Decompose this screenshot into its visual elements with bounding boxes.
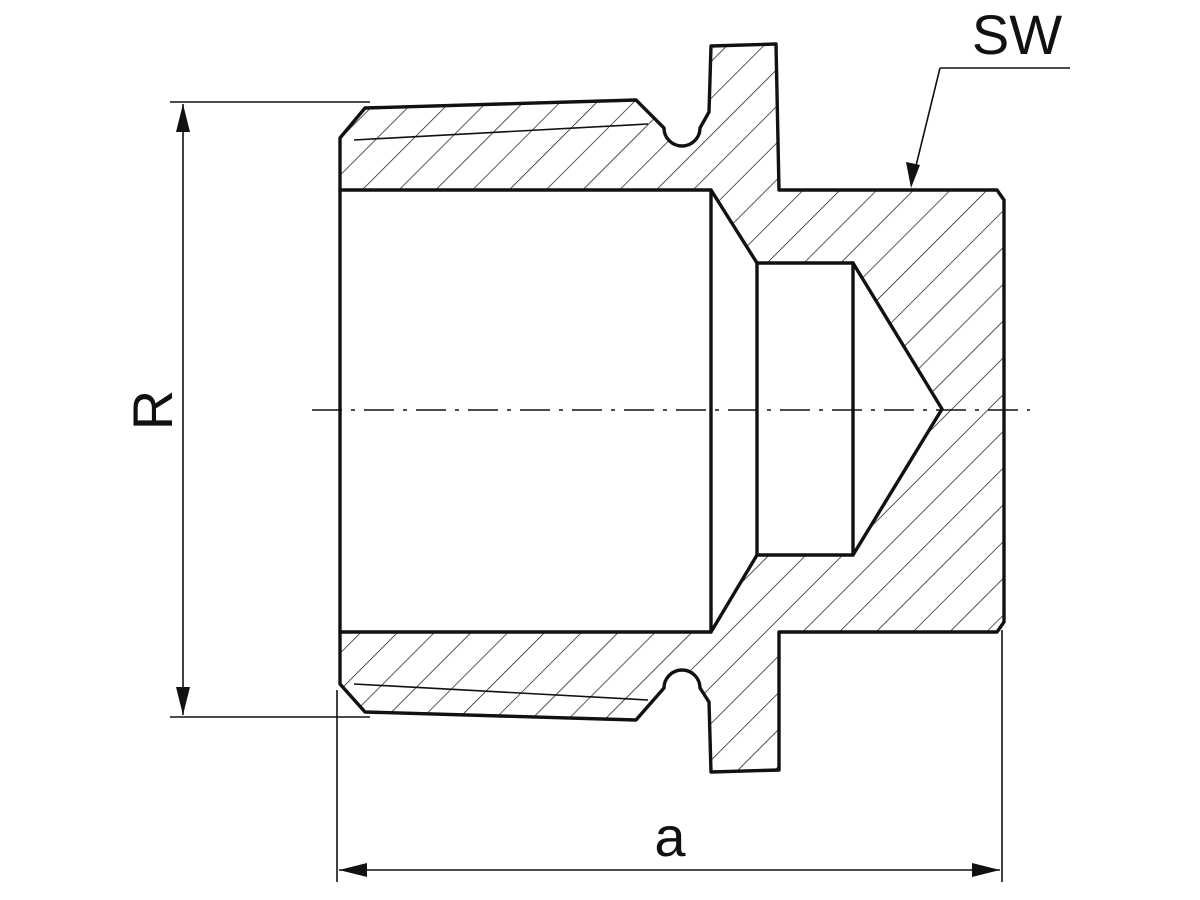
sw-leader-line bbox=[912, 67, 941, 179]
a-arrow-right bbox=[972, 863, 1000, 877]
a-label: a bbox=[654, 805, 686, 868]
r-arrow-bottom bbox=[176, 687, 190, 715]
sw-label: SW bbox=[972, 3, 1062, 66]
r-arrow-top bbox=[176, 104, 190, 132]
a-arrow-left bbox=[339, 863, 367, 877]
bore-outline bbox=[338, 188, 944, 634]
sw-leader-arrow bbox=[906, 162, 920, 188]
plug-body-outline bbox=[338, 42, 1006, 774]
thread-root-bottom bbox=[353, 683, 649, 701]
r-label: R bbox=[121, 390, 184, 430]
thread-root-top bbox=[353, 123, 649, 141]
